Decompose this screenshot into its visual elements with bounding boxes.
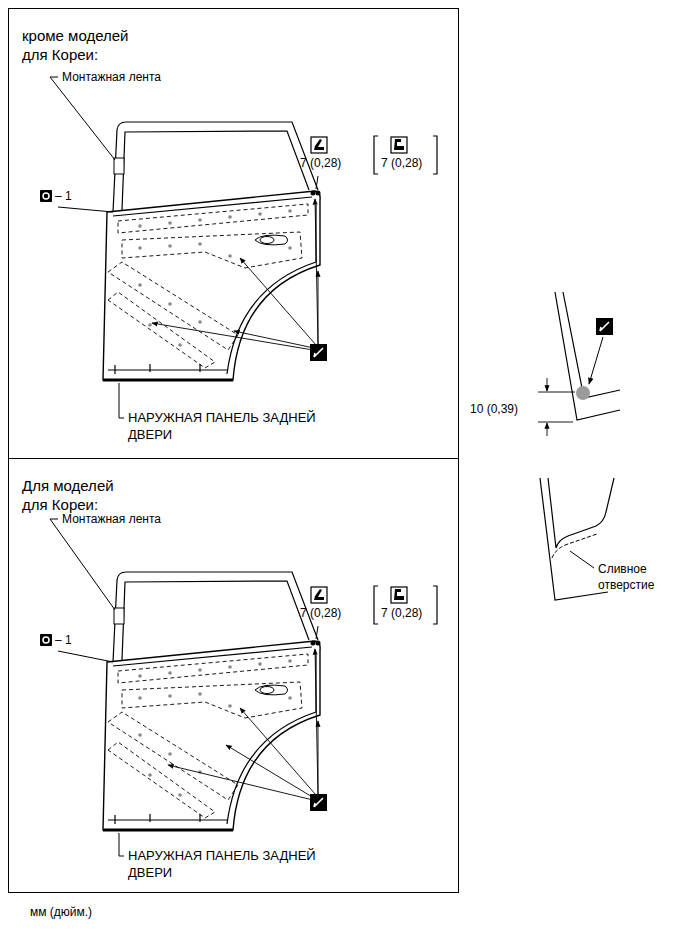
bolt-symbol	[40, 190, 52, 646]
sealer-arrows	[168, 765, 313, 800]
torque-symbol-mark	[314, 139, 324, 150]
hem-section	[555, 292, 620, 420]
torque-symbol	[311, 137, 327, 153]
torque-symbol-mark	[394, 589, 404, 600]
sealer-symbol-pen	[314, 322, 609, 807]
sealer-symbol	[310, 318, 613, 811]
leader-lines	[119, 833, 124, 856]
drain-section	[548, 478, 614, 548]
sealer-arrows	[315, 199, 318, 344]
bracket	[374, 136, 378, 174]
bolt-symbol	[40, 634, 52, 646]
dimension-lines	[547, 378, 548, 391]
bracket	[433, 586, 437, 624]
bolt-count: – 1	[55, 189, 72, 205]
bracket	[374, 586, 378, 624]
sealer-arrows	[315, 649, 318, 794]
torque-symbol	[391, 137, 407, 153]
leader-lines	[316, 176, 318, 189]
hem-section	[563, 292, 620, 398]
sealer-arrow	[589, 337, 603, 384]
unit-note: мм (дюйм.)	[30, 905, 92, 921]
dimension-lines	[538, 392, 575, 393]
sealer-arrows	[152, 323, 313, 350]
leader-lines	[119, 383, 124, 418]
sealer-symbol	[310, 344, 327, 361]
sealer-arrows	[318, 721, 319, 794]
sealer-bead	[576, 386, 590, 400]
sealer-arrows	[152, 199, 318, 800]
part-name: Монтажная лента	[62, 512, 161, 528]
dimension-lines	[538, 422, 573, 423]
dimension-lines	[538, 378, 575, 436]
bolt-count: – 1	[55, 633, 72, 649]
sealer-symbol	[310, 794, 327, 811]
torque-symbol-mark	[314, 589, 324, 600]
bolt-symbol-ring	[43, 193, 49, 643]
sealer-arrows	[318, 271, 319, 344]
part-name: НАРУЖНАЯ ПАНЕЛЬ ЗАДНЕЙ ДВЕРИ	[128, 848, 343, 882]
leader-lines	[50, 77, 115, 160]
bolt-symbol-ring	[43, 193, 49, 199]
hem-section	[555, 292, 620, 420]
leader-lines	[58, 651, 113, 662]
sealer-symbol-pen	[314, 798, 323, 807]
sealer-arrows	[240, 708, 316, 795]
torque-symbol	[311, 587, 327, 603]
sealer-symbol-pen	[314, 348, 323, 357]
sealer-symbol-pen	[600, 322, 609, 331]
torque-value: 7 (0,28)	[381, 156, 422, 172]
dimension-lines	[547, 423, 548, 436]
bracket	[433, 136, 437, 174]
part-name: НАРУЖНАЯ ПАНЕЛЬ ЗАДНЕЙ ДВЕРИ	[128, 410, 343, 444]
sealer-symbol	[596, 318, 613, 335]
bolt-symbol-ring	[43, 637, 49, 643]
leader-lines	[316, 626, 318, 639]
leader-lines	[50, 519, 115, 610]
torque-symbol	[311, 137, 407, 603]
torque-value: 7 (0,28)	[300, 156, 341, 172]
door-top	[103, 122, 321, 380]
leader-lines	[50, 77, 318, 856]
torque-symbol-mark	[394, 139, 404, 150]
torque-value: 7 (0,28)	[300, 606, 341, 622]
sealer-arrows	[240, 258, 316, 345]
torque-symbol	[391, 587, 407, 603]
part-name: Монтажная лента	[62, 70, 161, 86]
variant-heading: кроме моделей для Кореи:	[22, 27, 144, 65]
leader-line	[570, 551, 594, 568]
sealer-arrows	[234, 331, 314, 348]
bracket	[374, 136, 437, 624]
dimension: 10 (0,39)	[470, 402, 518, 418]
door-bottom	[103, 572, 321, 830]
bolt-symbol	[40, 190, 52, 202]
torque-value: 7 (0,28)	[381, 606, 422, 622]
variant-heading: Для моделей для Кореи:	[22, 477, 122, 515]
part-name: Сливное отверстие	[598, 562, 672, 593]
leader-lines	[58, 207, 113, 212]
torque-symbol-mark	[314, 139, 404, 600]
